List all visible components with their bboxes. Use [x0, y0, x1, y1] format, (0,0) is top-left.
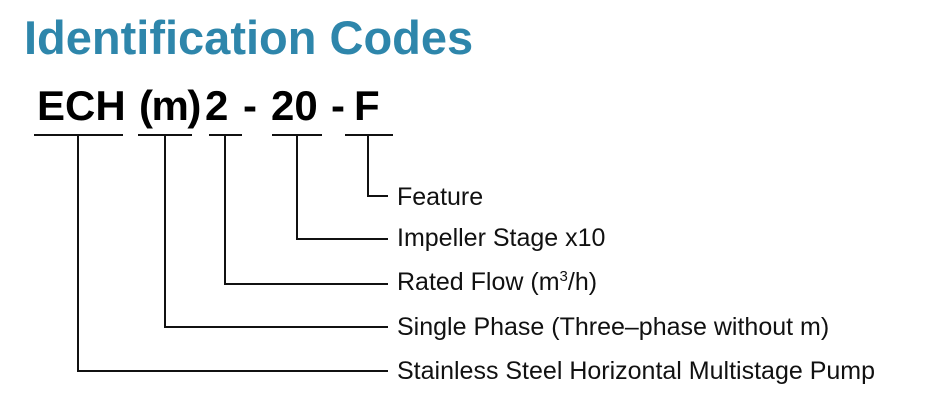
legend-label-single-phase: Single Phase (Three–phase without m) — [397, 313, 830, 341]
code-segment-feature: F — [354, 82, 380, 129]
underline-feature — [345, 134, 393, 136]
legend-label-feature: Feature — [397, 183, 484, 211]
code-segment-stage: 20 — [271, 82, 318, 129]
label-text: /h) — [567, 268, 598, 296]
legend-label-impeller-stage: Impeller Stage x10 — [397, 224, 606, 252]
connector-vline-flow — [224, 134, 226, 285]
code-segment-m: (m) — [139, 82, 201, 129]
page-title: Identification Codes — [24, 11, 474, 64]
connector-hline-stage — [296, 238, 388, 240]
connector-vline-ech — [77, 134, 79, 372]
connector-hline-ech — [77, 370, 388, 372]
connector-hline-flow — [224, 283, 388, 285]
superscript-3: 3 — [559, 268, 568, 285]
connector-hline-feature — [367, 195, 388, 197]
connector-vline-m — [164, 134, 166, 328]
code-segment-flow: 2 — [205, 82, 229, 129]
legend-label-pump-type: Stainless Steel Horizontal Multistage Pu… — [397, 357, 876, 385]
label-text: Rated Flow (m — [397, 268, 560, 296]
connector-vline-feature — [367, 134, 369, 197]
legend-label-rated-flow: Rated Flow (m3/h) — [397, 268, 598, 296]
code-separator-dash: - — [243, 82, 257, 129]
code-segment-ech: ECH — [37, 82, 126, 129]
connector-vline-stage — [296, 134, 298, 240]
code-separator-dash: - — [331, 82, 345, 129]
connector-hline-m — [164, 326, 388, 328]
